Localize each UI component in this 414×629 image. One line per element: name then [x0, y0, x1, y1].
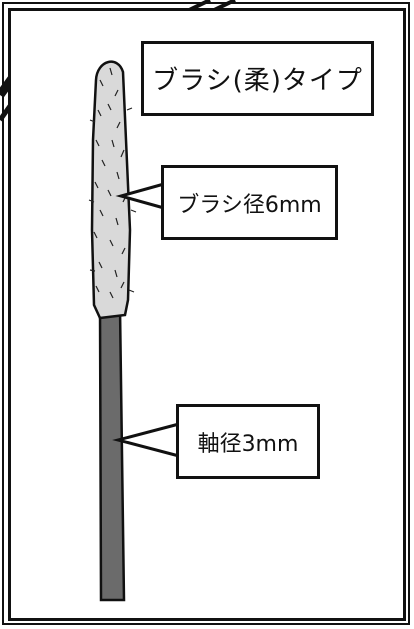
shaft-diameter-label: 軸径3mm — [197, 431, 299, 457]
swab-shaft — [98, 306, 126, 602]
title-box: ブラシ(柔)タイプ — [141, 41, 374, 116]
swab-brush-head — [90, 60, 132, 320]
bristle-marks — [88, 67, 137, 299]
brush-diameter-label: ブラシ径6mm — [177, 192, 322, 218]
shaft-callout-pointer — [112, 422, 180, 458]
shaft-diameter-callout: 軸径3mm — [176, 404, 320, 479]
title-text: ブラシ(柔)タイプ — [152, 66, 363, 96]
brush-callout-pointer — [115, 182, 165, 210]
brush-diameter-callout: ブラシ径6mm — [161, 165, 338, 240]
